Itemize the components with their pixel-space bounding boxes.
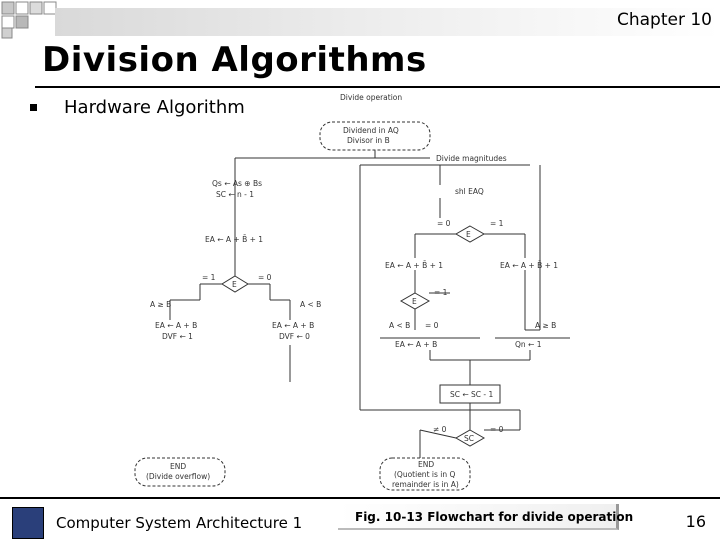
divide-magnitudes-label: Divide magnitudes — [436, 154, 507, 163]
left-ov1-2: DVF ← 1 — [162, 332, 193, 341]
end-right-2: (Quotient is in Q — [394, 470, 455, 479]
sc-dec: SC ← SC - 1 — [450, 390, 494, 399]
eq1-label: = 1 — [490, 219, 504, 228]
footer-divider — [0, 497, 720, 499]
e-zero: = 0 — [258, 273, 272, 282]
bullet-marker — [30, 104, 37, 111]
divide-operation-label: Divide operation — [340, 93, 402, 102]
a-ge-b-2: A ≥ B — [535, 321, 556, 330]
university-logo — [12, 507, 44, 539]
caption-box — [338, 504, 619, 530]
page-title: Division Algorithms — [42, 40, 427, 80]
end-right-1: END — [418, 460, 434, 469]
right-sub: EA ← A + B̄ + 1 — [500, 261, 558, 270]
left-ov0-2: DVF ← 0 — [279, 332, 310, 341]
qn-label: Qn ← 1 — [515, 340, 542, 349]
eq0-b: = 0 — [425, 321, 439, 330]
figure-caption: Fig. 10-13 Flowchart for divide operatio… — [355, 510, 634, 524]
left-init-2: SC ← n - 1 — [216, 190, 254, 199]
eq1-b: = 1 — [434, 288, 448, 297]
end-right-3: remainder is in A) — [392, 480, 459, 489]
e-neg1: = 1 — [202, 273, 216, 282]
e-label-2: E — [232, 280, 237, 289]
left-ov0-1: EA ← A + B — [272, 321, 314, 330]
mid-sub: EA ← A + B̄ + 1 — [385, 261, 443, 270]
start-text-2: Divisor in B — [347, 136, 390, 145]
shl-label: shl EAQ — [455, 187, 484, 196]
a-lt-b-2: A < B — [389, 321, 410, 330]
e-label-3: E — [412, 297, 417, 306]
end-left-1: END — [170, 462, 186, 471]
sc-eq0-b: = 0 — [490, 425, 504, 434]
end-left-2: (Divide overflow) — [146, 472, 210, 481]
course-title: Computer System Architecture 1 — [56, 514, 303, 532]
left-ov1-1: EA ← A + B — [155, 321, 197, 330]
bullet-text: Hardware Algorithm — [64, 97, 245, 118]
page-number: 16 — [685, 512, 706, 531]
header-band — [55, 8, 720, 36]
eq0-label: = 0 — [437, 219, 451, 228]
sc-eq0: ≠ 0 — [433, 425, 447, 434]
sc-label: SC — [464, 434, 474, 443]
a-ge-b: A ≥ B — [150, 300, 171, 309]
a-lt-b: A < B — [300, 300, 321, 309]
left-sub: EA ← A + B̄ + 1 — [205, 235, 263, 244]
title-divider — [35, 86, 720, 88]
restore-label: EA ← A + B — [395, 340, 437, 349]
chapter-label: Chapter 10 — [616, 10, 712, 30]
e-label: E — [466, 230, 471, 239]
left-init-1: Qs ← As ⊕ Bs — [212, 179, 262, 188]
start-text-1: Dividend in AQ — [343, 126, 399, 135]
